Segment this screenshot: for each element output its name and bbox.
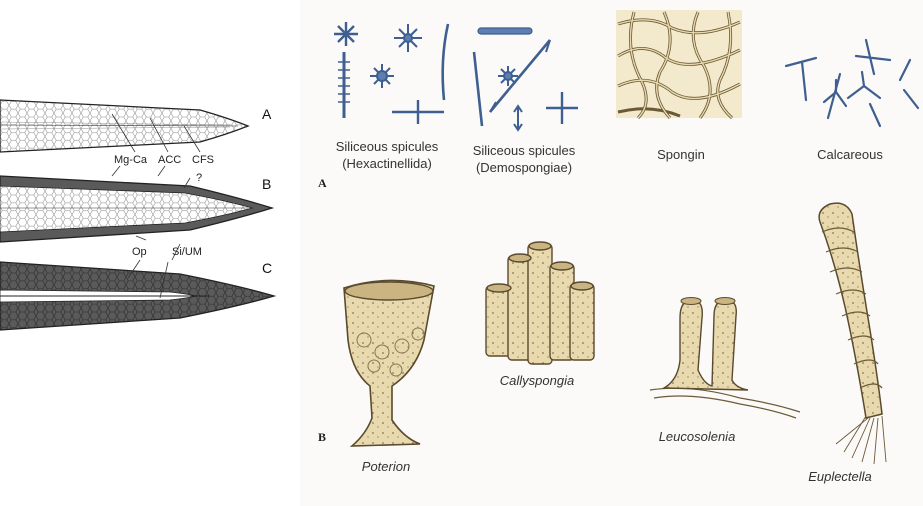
row-label-b: B xyxy=(262,176,271,192)
label-op: Op xyxy=(132,246,147,258)
label-mg-ca: Mg-Ca xyxy=(114,154,147,166)
demosponge-spicules xyxy=(474,28,578,130)
row-b-spicule xyxy=(0,176,272,242)
row-a-spicule xyxy=(0,100,248,152)
caption-demospongiae-line2: (Demospongiae) xyxy=(468,159,580,176)
poterion-sponge xyxy=(344,280,434,446)
leucosolenia-sponge xyxy=(650,298,800,419)
caption-demospongiae: Siliceous spicules (Demospongiae) xyxy=(468,142,580,176)
hexactinellid-spicules xyxy=(334,22,448,124)
name-leucosolenia: Leucosolenia xyxy=(642,428,752,445)
caption-hexactinellida-line1: Siliceous spicules xyxy=(332,138,442,155)
euplectella-sponge xyxy=(819,203,886,464)
sponge-figure-svg xyxy=(300,0,923,506)
name-euplectella: Euplectella xyxy=(790,468,890,485)
row-c-spicule xyxy=(0,262,274,330)
calcareous-spicules xyxy=(786,40,918,126)
caption-spongin: Spongin xyxy=(636,146,726,163)
label-cfs: CFS xyxy=(192,154,214,166)
row-label-c: C xyxy=(262,260,272,276)
label-si-um: Si/UM xyxy=(172,246,202,258)
name-callyspongia: Callyspongia xyxy=(482,372,592,389)
label-question: ? xyxy=(196,172,202,184)
spicule-layer-diagram: A B C Mg-Ca ACC CFS ? Op Si/UM xyxy=(0,0,300,506)
caption-demospongiae-line1: Siliceous spicules xyxy=(468,142,580,159)
caption-hexactinellida-line2: (Hexactinellida) xyxy=(332,155,442,172)
caption-hexactinellida: Siliceous spicules (Hexactinellida) xyxy=(332,138,442,172)
caption-calcareous: Calcareous xyxy=(800,146,900,163)
callyspongia-sponge xyxy=(486,242,594,364)
spicule-layer-svg xyxy=(0,0,300,506)
spongin-network xyxy=(616,10,742,118)
panel-letter-a: A xyxy=(318,176,327,191)
sponge-figure: A B Siliceous spicules (Hexactinellida) … xyxy=(300,0,923,506)
label-acc: ACC xyxy=(158,154,181,166)
name-poterion: Poterion xyxy=(346,458,426,475)
row-label-a: A xyxy=(262,106,271,122)
panel-letter-b: B xyxy=(318,430,326,445)
